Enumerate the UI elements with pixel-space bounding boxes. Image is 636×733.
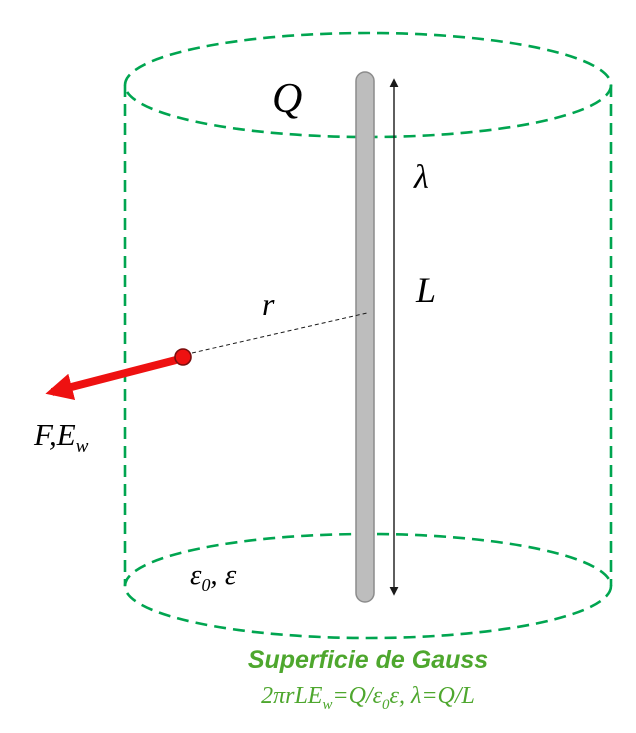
permittivity-rest: , ε: [210, 559, 237, 591]
force-label-base: F,E: [33, 417, 76, 452]
radius-dashed-line: [191, 312, 368, 354]
lambda-label: λ: [413, 159, 429, 196]
caption-formula: 2πrLEw=Q/ε0ε, λ=Q/L: [261, 683, 475, 713]
formula-part2: =Q/ε: [332, 683, 382, 709]
formula-part1: 2πrLE: [261, 683, 323, 709]
force-label: F,Ew: [33, 417, 89, 457]
force-arrow: [45, 356, 177, 401]
length-label: L: [415, 270, 436, 310]
formula-subscript-w: w: [322, 697, 332, 713]
charged-rod: [355, 71, 375, 603]
force-label-subscript: w: [76, 436, 89, 457]
permittivity-label: ε0, ε: [190, 559, 237, 595]
test-charge-dot: [174, 348, 192, 366]
caption-title: Superficie de Gauss: [248, 646, 488, 674]
formula-subscript-0: 0: [382, 697, 390, 713]
permittivity-subscript: 0: [201, 575, 210, 595]
permittivity-base: ε: [190, 559, 202, 591]
formula-part3: ε, λ=Q/L: [389, 683, 474, 709]
radius-label: r: [262, 286, 275, 322]
charge-label: Q: [272, 76, 302, 122]
